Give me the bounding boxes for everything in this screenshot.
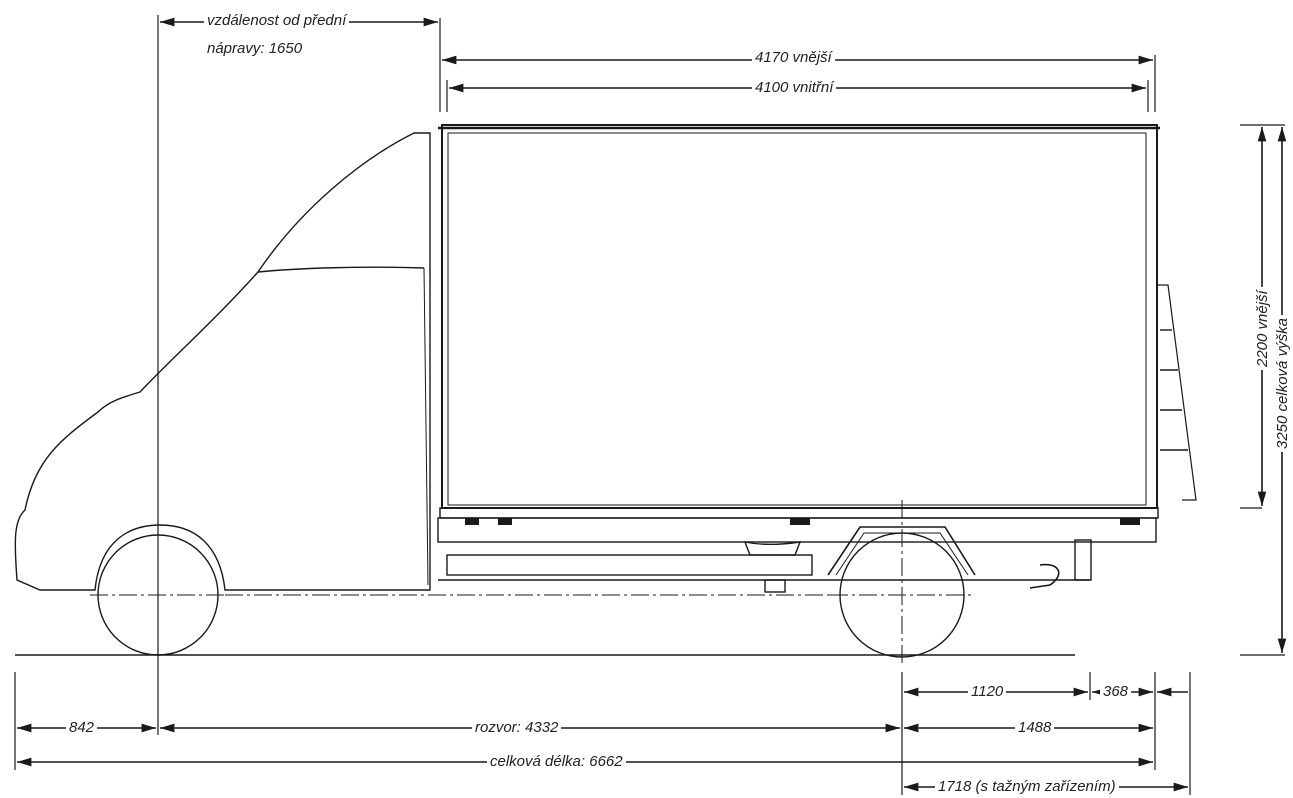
cab-pillar [423,267,429,586]
floor-pad [790,518,810,525]
fuel-tank [743,541,802,556]
floor-pad [465,518,479,525]
spring-mount [764,579,786,593]
rear-bumper [1074,539,1092,581]
rear-1718-label: 1718 (s tažným zařízením) [935,778,1119,796]
cab-outline [14,132,431,591]
rear-1488-label: 1488 [1015,719,1055,737]
floor-pad [498,518,512,525]
tow-hitch [1029,563,1060,589]
wheelbase-label: rozvor: 4332 [472,719,562,737]
box-inner [447,132,1147,506]
front-overhang-label: 842 [66,719,98,737]
total-length-label: celková délka: 6662 [487,753,626,771]
front-axle-distance-label-line1: vzdálenost od přední [204,11,350,31]
floor-pads [465,518,1140,525]
rear-368-label: 368 [1100,683,1132,701]
chassis-rail [446,554,813,576]
box-floor [439,507,1159,519]
floor-pad [1120,518,1140,525]
rear-1120-label: 1120 [968,683,1007,701]
cab-roof-line [257,266,425,273]
outer-length-label: 4170 vnější [752,49,835,67]
rear-wheel-arch [827,526,976,576]
front-axle-distance-label-line2: nápravy: 1650 [204,39,306,59]
tail-lift [1158,284,1197,501]
box-body [441,124,1158,509]
inner-length-label: 4100 vnitřní [752,79,837,97]
box-height-label: 2200 vnější [1254,287,1272,370]
total-height-label: 3250 celková výška [1274,315,1292,452]
